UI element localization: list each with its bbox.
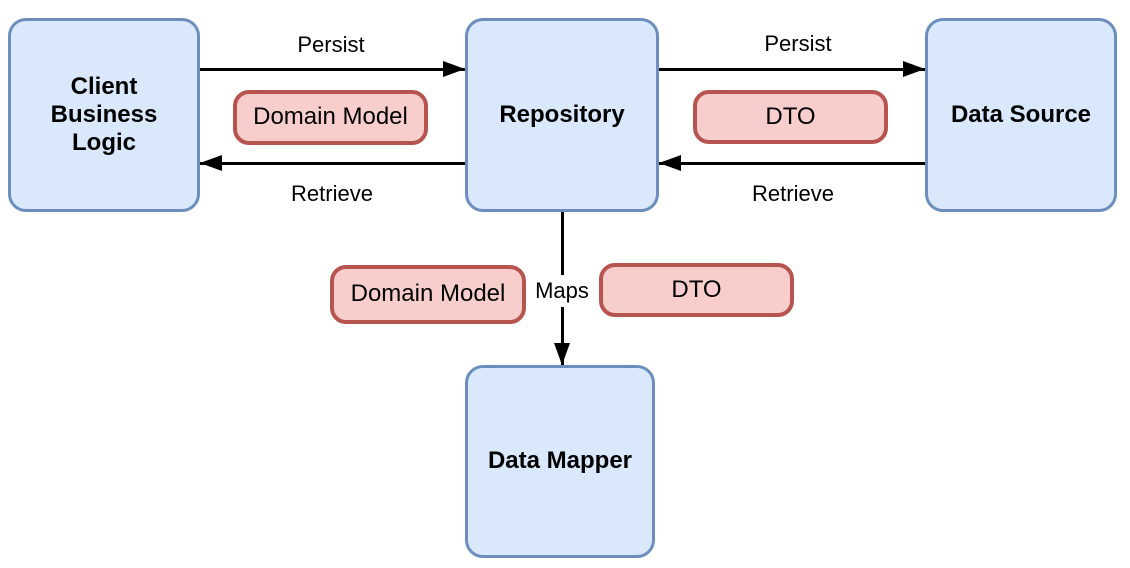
node-client-business-logic-label: Client Business Logic — [50, 72, 158, 157]
retrieve-left-arrowhead-icon — [200, 155, 222, 171]
pill-dto-bottom: DTO — [599, 263, 794, 317]
persist-left-label: Persist — [297, 32, 365, 57]
node-data-mapper-label: Data Mapper — [487, 447, 633, 475]
pill-dto-bottom-label: DTO — [671, 275, 722, 303]
retrieve-right-arrow-line — [659, 161, 925, 165]
pill-dto-top-label: DTO — [765, 102, 816, 130]
retrieve-right-arrowhead-icon — [659, 155, 681, 171]
pill-domain-model-bottom: Domain Model — [330, 265, 526, 324]
retrieve-right-label: Retrieve — [752, 181, 834, 206]
persist-right-arrow-line — [659, 67, 925, 71]
node-client-business-logic: Client Business Logic — [8, 18, 200, 212]
node-repository-label: Repository — [499, 100, 625, 128]
maps-arrowhead-icon — [554, 343, 570, 365]
persist-right-arrowhead-icon — [903, 61, 925, 77]
node-data-source-label: Data Source — [950, 100, 1092, 128]
persist-left-arrow-line — [200, 67, 465, 71]
pill-domain-model-top: Domain Model — [233, 90, 428, 145]
pill-domain-model-top-label: Domain Model — [253, 103, 408, 131]
maps-label: Maps — [528, 275, 596, 307]
persist-left-arrowhead-icon — [443, 61, 465, 77]
pill-domain-model-bottom-label: Domain Model — [350, 280, 506, 308]
pill-dto-top: DTO — [693, 90, 888, 144]
persist-right-label: Persist — [764, 31, 832, 56]
node-data-mapper: Data Mapper — [465, 365, 655, 558]
retrieve-left-arrow-line — [200, 161, 465, 165]
retrieve-left-label: Retrieve — [291, 181, 373, 206]
node-repository: Repository — [465, 18, 659, 212]
node-data-source: Data Source — [925, 18, 1117, 212]
